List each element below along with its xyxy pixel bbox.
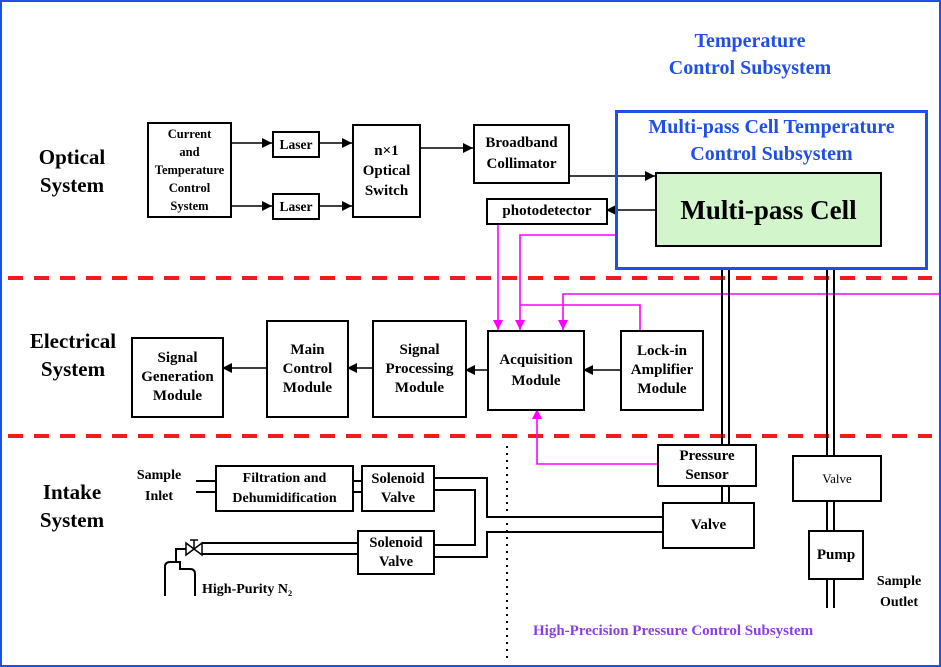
laser-1-box: Laser: [272, 131, 320, 158]
sample-inlet-label: Sample Inlet: [136, 468, 182, 504]
acquisition-module-box: Acquisition Module: [487, 330, 585, 411]
photodetector-box: photodetector: [486, 198, 608, 225]
signal-pressure-sensor-to-acquisition: [532, 409, 657, 465]
intake-system-label: Intake System: [39, 480, 105, 532]
laser-1-label: Laser: [279, 137, 313, 152]
valve-symbol-icon: [185, 539, 203, 557]
photodetector-label: photodetector: [502, 203, 592, 219]
solenoid-valve-1-box: Solenoid Valve: [361, 465, 435, 512]
broadband-collimator-label: Broadband Collimator: [485, 135, 558, 172]
laser-2-label: Laser: [279, 199, 313, 214]
acquisition-module-label: Acquisition Module: [499, 351, 573, 389]
signal-lockin-link: [520, 304, 641, 330]
signal-cell-to-acquisition: [515, 234, 615, 330]
valve-2-label: Valve: [822, 471, 852, 486]
pipe-nitrogen-to-solenoid-2: [175, 542, 357, 562]
optical-switch-box: n×1 Optical Switch: [352, 124, 421, 218]
signal-processing-module-label: Signal Processing Module: [385, 341, 454, 396]
broadband-collimator-box: Broadband Collimator: [473, 124, 570, 184]
high-precision-pressure-control-subsystem-title: High-Precision Pressure Control Subsyste…: [533, 623, 814, 639]
filtration-dehumidification-box: Filtration and Dehumidification: [215, 465, 354, 512]
pipe-solenoids-to-valve-1: [433, 477, 662, 558]
laser-2-box: Laser: [272, 193, 320, 220]
multipass-cell-box: Multi-pass Cell: [655, 172, 882, 247]
pump-label: Pump: [816, 546, 856, 563]
solenoid-valve-2-box: Solenoid Valve: [357, 530, 435, 575]
pipe-inlet-to-filtration: [196, 480, 215, 493]
filtration-dehumidification-label: Filtration and Dehumidification: [232, 470, 337, 506]
current-temperature-control-box: Current and Temperature Control System: [147, 122, 232, 218]
multipass-cell-label: Multi-pass Cell: [680, 194, 857, 225]
multipass-cell-temperature-control-frame: [615, 110, 928, 270]
lock-in-amplifier-module-label: Lock-in Amplifier Module: [630, 343, 694, 397]
valve-1-label: Valve: [690, 517, 727, 533]
signal-processing-module-box: Signal Processing Module: [372, 320, 467, 418]
electrical-system-label: Electrical System: [29, 329, 117, 381]
main-control-module-label: Main Control Module: [282, 341, 333, 396]
optical-system-label: Optical System: [38, 145, 106, 197]
gas-cylinder-icon: [164, 561, 196, 596]
valve-1-box: Valve: [662, 502, 755, 549]
lock-in-amplifier-module-box: Lock-in Amplifier Module: [620, 330, 704, 411]
optical-switch-label: n×1 Optical Switch: [362, 143, 411, 199]
valve-2-box: Valve: [792, 455, 882, 502]
nitrogen-source-label: High-Purity N₂: [202, 582, 293, 597]
solenoid-valve-2-label: Solenoid Valve: [369, 534, 423, 570]
pipe-cell-to-pump: [826, 269, 835, 608]
signal-external-to-acquisition: [558, 293, 939, 330]
pressure-sensor-label: Pressure Sensor: [679, 447, 735, 483]
pipe-cell-to-valve-1: [721, 269, 730, 502]
pressure-sensor-box: Pressure Sensor: [657, 444, 757, 487]
multipass-cell-temperature-control-title: Multi-pass Cell Temperature Control Subs…: [648, 116, 895, 165]
temperature-control-subsystem-title: Temperature Control Subsystem: [668, 30, 832, 79]
signal-generation-module-label: Signal Generation Module: [141, 350, 214, 404]
solenoid-valve-1-label: Solenoid Valve: [371, 470, 425, 506]
sample-outlet-label: Sample Outlet: [876, 574, 922, 610]
current-temperature-control-label: Current and Temperature Control System: [154, 127, 225, 213]
signal-generation-module-box: Signal Generation Module: [131, 337, 224, 418]
main-control-module-box: Main Control Module: [266, 320, 349, 418]
pump-box: Pump: [808, 530, 864, 580]
